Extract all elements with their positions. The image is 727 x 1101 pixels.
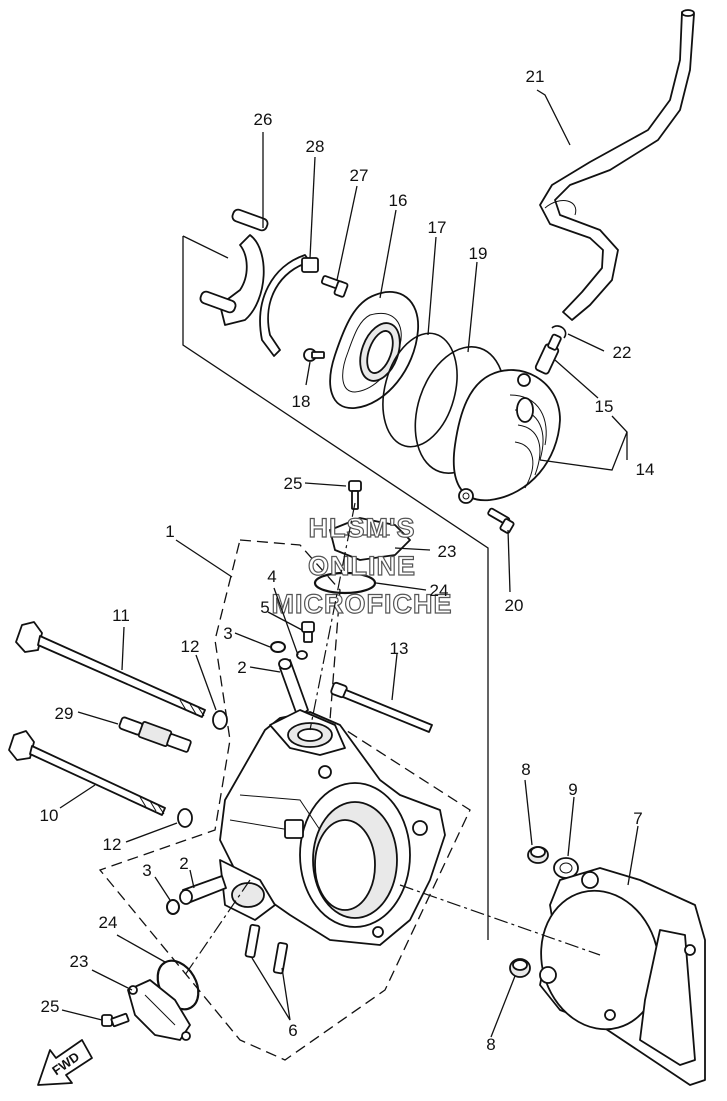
breather-hose-21 — [539, 9, 695, 321]
label-7: 7 — [633, 809, 642, 828]
label-3-lower: 3 — [142, 861, 151, 880]
label-9: 9 — [568, 780, 577, 799]
label-18: 18 — [292, 392, 311, 411]
label-17: 17 — [428, 218, 447, 237]
part-number-labels: 26 28 27 16 17 19 21 22 15 14 20 18 25 2… — [40, 67, 655, 1054]
label-16: 16 — [389, 191, 408, 210]
bolt-18 — [303, 348, 325, 362]
watermark-line-1: HLSM'S — [309, 513, 416, 543]
label-27: 27 — [350, 166, 369, 185]
leader-lines — [59, 89, 639, 1038]
bolt-25-upper — [348, 480, 362, 510]
clamp-band-28 — [259, 254, 319, 357]
label-25-upper: 25 — [284, 474, 303, 493]
studs-6 — [244, 923, 289, 975]
label-22: 22 — [613, 343, 632, 362]
label-10: 10 — [40, 806, 59, 825]
bolt-5 — [301, 621, 315, 643]
o-ring-17 — [382, 332, 458, 448]
o-ring-3-lower — [166, 899, 180, 915]
label-23-lower: 23 — [70, 952, 89, 971]
dowel-8-lower — [509, 958, 531, 978]
label-3-upper: 3 — [223, 624, 232, 643]
label-24-lower: 24 — [99, 913, 118, 932]
label-1: 1 — [165, 522, 174, 541]
label-8-upper: 8 — [521, 760, 530, 779]
label-12-upper: 12 — [181, 637, 200, 656]
label-5: 5 — [260, 598, 269, 617]
label-20: 20 — [505, 596, 524, 615]
label-13: 13 — [390, 639, 409, 658]
label-12-lower: 12 — [103, 835, 122, 854]
washer-12-lower — [177, 808, 193, 828]
washer-12-upper — [212, 710, 228, 730]
bolt-25-lower — [101, 1012, 130, 1028]
clip-22 — [551, 325, 567, 339]
watermark-line-3: MICROFICHE — [272, 589, 453, 619]
label-26: 26 — [254, 110, 273, 129]
label-24-upper: 24 — [430, 581, 449, 600]
watermark: HLSM'S ONLINE MICROFICHE — [271, 512, 453, 619]
bolt-27 — [320, 275, 349, 298]
cylinder-head — [219, 709, 446, 946]
label-8-lower: 8 — [486, 1035, 495, 1054]
o-ring-3-upper — [270, 641, 286, 653]
fwd-arrow: FWD — [37, 1039, 93, 1086]
label-4: 4 — [267, 567, 276, 586]
label-19: 19 — [469, 244, 488, 263]
label-14: 14 — [636, 460, 655, 479]
nipple-15 — [534, 333, 562, 375]
label-21: 21 — [526, 67, 545, 86]
spark-plug-29 — [118, 716, 192, 753]
bolt-10 — [8, 730, 166, 816]
pin-2-lower — [179, 875, 227, 905]
label-2-upper: 2 — [237, 658, 246, 677]
label-29: 29 — [55, 704, 74, 723]
bracket-26 — [199, 208, 269, 326]
label-11: 11 — [112, 606, 130, 625]
bolt-11 — [15, 621, 206, 718]
o-ring-24-upper — [313, 571, 377, 595]
cover-14 — [452, 369, 561, 504]
label-15: 15 — [595, 397, 614, 416]
label-2-lower: 2 — [179, 854, 188, 873]
label-6: 6 — [288, 1021, 297, 1040]
dowel-8-upper — [527, 846, 549, 864]
cap-23-lower — [127, 979, 191, 1041]
gasket-7 — [539, 867, 706, 1086]
pin-2-upper — [278, 658, 309, 719]
watermark-line-2: ONLINE — [308, 551, 416, 581]
plate-16 — [329, 291, 419, 409]
label-28: 28 — [306, 137, 325, 156]
bolt-20 — [487, 507, 515, 534]
washer-4 — [296, 650, 308, 660]
label-25-lower: 25 — [41, 997, 60, 1016]
label-23-upper: 23 — [438, 542, 457, 561]
upper-assembly-outline — [182, 236, 489, 940]
bolt-13 — [330, 681, 433, 733]
cylinder-head-outline — [98, 539, 471, 1061]
